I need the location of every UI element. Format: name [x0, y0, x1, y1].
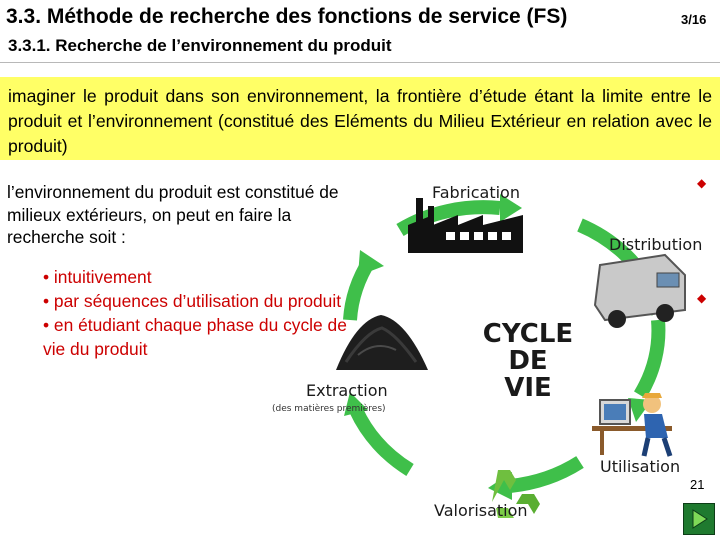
coal-heap-icon [336, 315, 428, 370]
next-slide-button[interactable] [683, 503, 715, 535]
slide-title: 3.3. Méthode de recherche des fonctions … [6, 5, 568, 28]
stage-label-fabrication: Fabrication [432, 183, 520, 202]
next-slide-arrow-icon [692, 509, 708, 529]
stage-label-distribution: Distribution [609, 235, 702, 254]
factory-icon [408, 198, 523, 253]
stage-label-extraction: Extraction [306, 381, 388, 400]
definition-text: imaginer le produit dans son environneme… [8, 86, 712, 156]
slide-number: 21 [690, 477, 705, 492]
person-at-computer-icon [592, 393, 673, 457]
cycle-center-line: DE [508, 346, 547, 376]
bullet-item: • intuitivement [43, 267, 152, 287]
bullet-list: • intuitivement • par séquences d’utilis… [43, 265, 353, 361]
bullet-item: • en étudiant chaque phase du cycle de v… [43, 315, 347, 359]
diamond-marker-icon: ◆ [697, 176, 707, 190]
life-cycle-diagram: Fabrication Distribution Utilisation Val… [272, 183, 702, 520]
definition-box [0, 77, 720, 160]
cycle-center-line: CYCLE [483, 319, 573, 349]
truck-icon [593, 253, 686, 328]
section-subtitle: 3.3.1. Recherche de l’environnement du p… [8, 36, 392, 55]
stage-label-extraction-sub: (des matières premières) [272, 403, 386, 414]
stage-label-valorisation: Valorisation [434, 501, 528, 520]
environment-text: l’environnement du produit est constitué… [7, 182, 339, 247]
header-divider [0, 62, 720, 63]
page-indicator: 3/16 [681, 12, 707, 27]
diamond-marker-icon: ◆ [697, 291, 707, 305]
recycle-icon [492, 470, 540, 518]
bullet-item: • par séquences d’utilisation du produit [43, 291, 342, 311]
stage-label-utilisation: Utilisation [600, 457, 680, 476]
cycle-center-line: VIE [504, 373, 552, 403]
